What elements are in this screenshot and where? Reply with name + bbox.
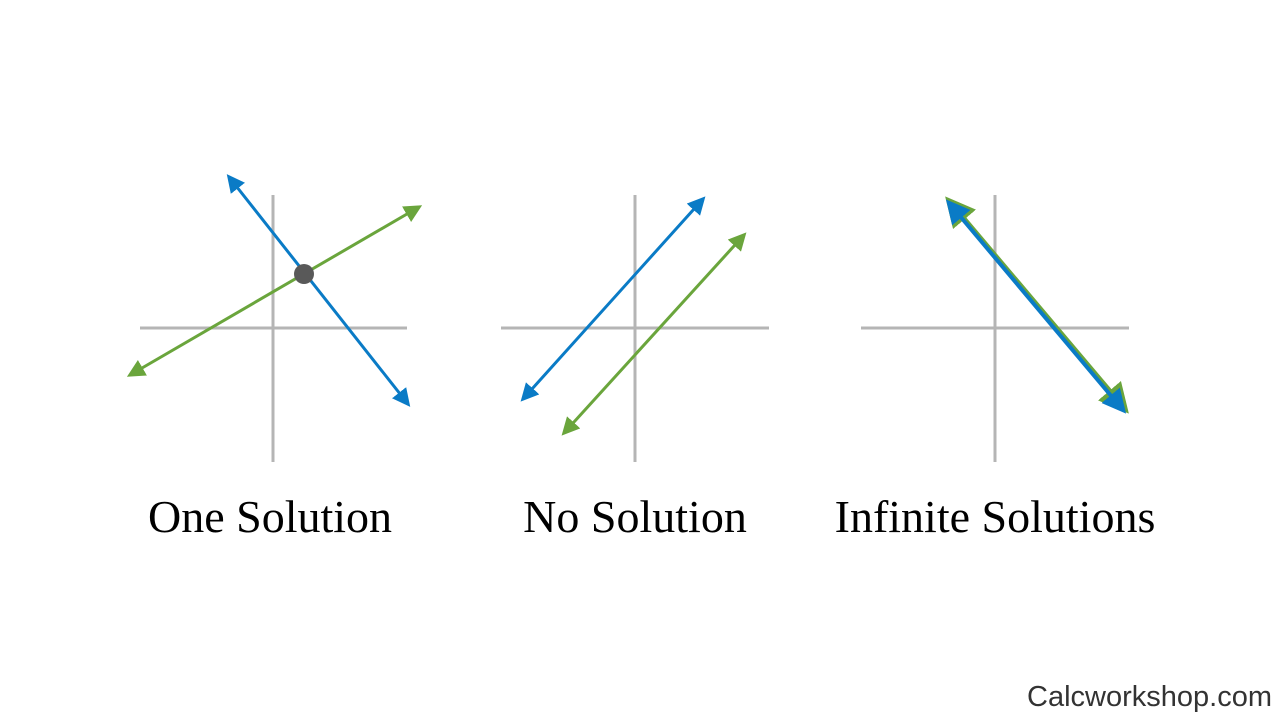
blue-line — [520, 196, 706, 402]
label-infinite-solutions: Infinite Solutions — [834, 491, 1156, 542]
label-one-solution: One Solution — [147, 491, 393, 542]
intersection-point — [294, 264, 314, 284]
watermark: Calcworkshop.com — [1027, 681, 1272, 713]
graph-infinite-solutions — [861, 195, 1129, 462]
blue-line — [945, 199, 1127, 414]
label-no-solution: No Solution — [523, 491, 747, 542]
graph-no-solution — [501, 195, 769, 462]
blue-line — [226, 174, 411, 407]
green-line — [561, 232, 747, 436]
graph-one-solution — [126, 174, 423, 462]
